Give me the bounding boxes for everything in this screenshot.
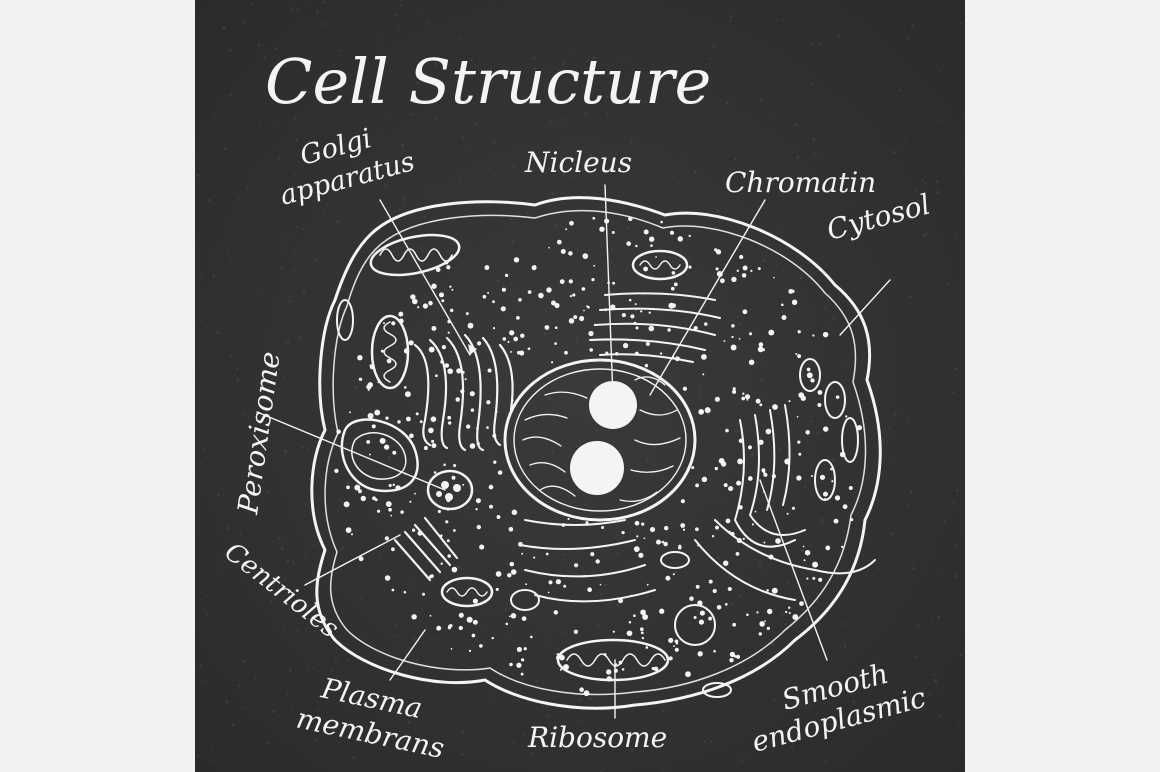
leader-cytosol: [839, 279, 891, 336]
leader-nucleus: [604, 184, 614, 399]
leader-chromatin: [649, 199, 766, 396]
label-nucleus: Nicleus: [524, 146, 632, 179]
mitochondrion-3: [631, 249, 689, 281]
nucleus: [503, 358, 697, 522]
chromatin-strands: [522, 376, 681, 503]
centrioles-organelle: [393, 516, 459, 582]
label-chromatin: Chromatin: [725, 166, 876, 199]
chalkboard: Cell Structure: [195, 0, 965, 772]
rough-er-top: [589, 292, 721, 363]
cell-diagram: Cell Structure: [219, 45, 934, 765]
label-peroxisome: Peroxisome: [231, 349, 287, 516]
plasma-membrane: [310, 196, 882, 710]
nucleolus-bottom: [570, 441, 624, 495]
smooth-er: [694, 404, 876, 601]
nucleolus-top: [589, 381, 637, 429]
cytoplasm-dots: [334, 216, 863, 697]
leader-smooth-er: [759, 479, 828, 661]
cell: [310, 196, 882, 710]
leader-centrioles: [304, 534, 401, 586]
mitochondrion-2: [370, 314, 410, 390]
diagram-title: Cell Structure: [265, 45, 711, 118]
peroxisome: [426, 469, 474, 511]
mitochondrion-1: [369, 233, 461, 277]
leader-golgi: [379, 199, 471, 356]
arrowheads: [468, 344, 618, 398]
vesicles: [336, 299, 859, 698]
leader-peroxisome: [256, 411, 446, 491]
mitochondria: [369, 233, 689, 682]
mitochondrion-4: [556, 638, 670, 682]
lysosome: [340, 418, 419, 493]
leader-plasma: [389, 629, 426, 681]
golgi-apparatus: [413, 333, 514, 452]
label-ribosome: Ribosome: [527, 721, 667, 754]
mitochondrion-5: [440, 576, 494, 608]
leader-lines: [256, 184, 891, 719]
